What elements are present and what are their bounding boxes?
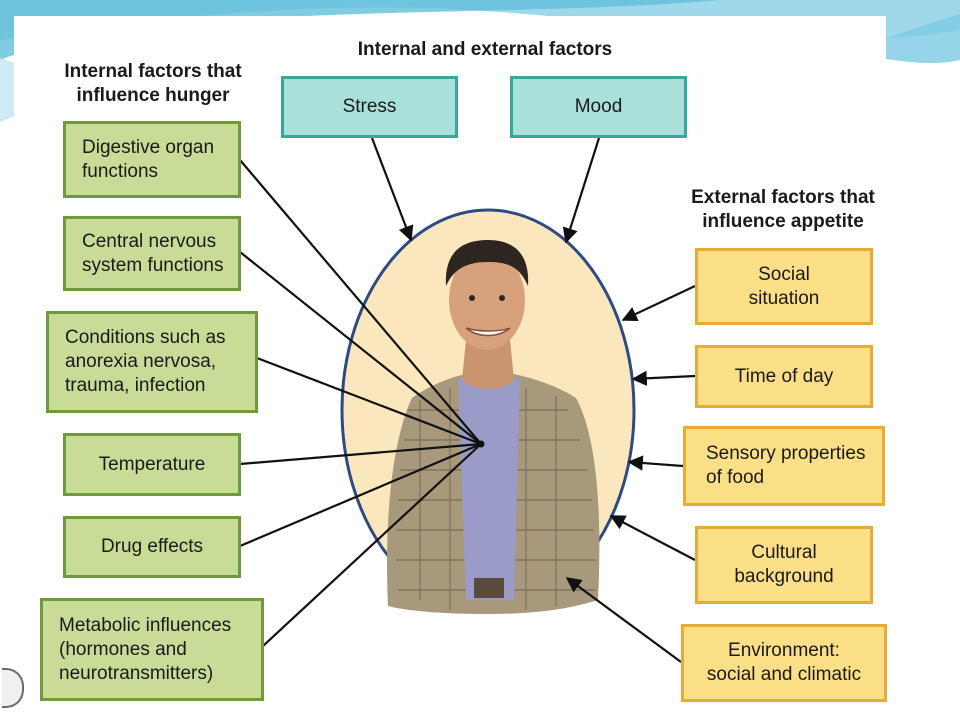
factor-box-temperature: Temperature xyxy=(63,433,241,496)
factor-box-central-nervous-system: Central nervous system functions xyxy=(63,216,241,291)
external-factor-arrows xyxy=(565,285,696,663)
factor-box-stress: Stress xyxy=(281,76,458,138)
internal-factor-arrows xyxy=(239,159,482,647)
factor-box-sensory-properties: Sensory properties of food xyxy=(683,426,885,506)
factor-box-social-situation: Social situation xyxy=(695,248,873,325)
factor-box-metabolic-influences: Metabolic influences (hormones and neuro… xyxy=(40,598,264,701)
factor-box-digestive-organ-functions: Digestive organ functions xyxy=(63,121,241,198)
factor-box-conditions: Conditions such as anorexia nervosa, tra… xyxy=(46,311,258,413)
factor-box-cultural-background: Cultural background xyxy=(695,526,873,604)
factor-box-drug-effects: Drug effects xyxy=(63,516,241,578)
heading-external-factors: External factors that influence appetite xyxy=(691,187,875,232)
person-figure xyxy=(387,240,600,614)
heading-internal-factors: Internal factors that influence hunger xyxy=(64,61,242,106)
factor-box-environment: Environment: social and climatic xyxy=(681,624,887,702)
convergence-point xyxy=(477,440,485,448)
heading-internal-external: Internal and external factors xyxy=(357,39,613,60)
shared-factor-arrows xyxy=(370,137,601,244)
factor-box-time-of-day: Time of day xyxy=(695,345,873,408)
factor-box-mood: Mood xyxy=(510,76,687,138)
